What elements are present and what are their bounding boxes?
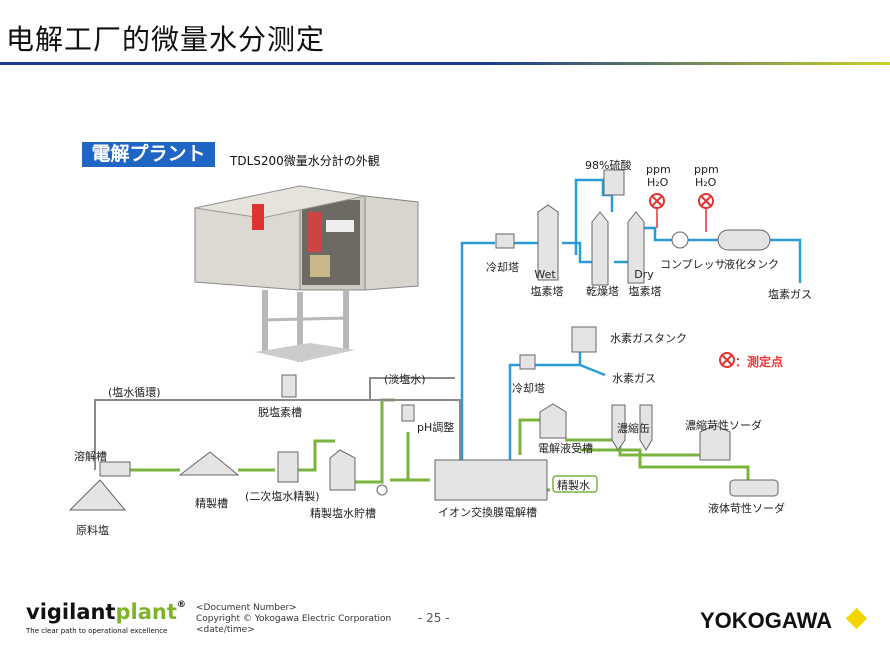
legend-label: ：測定点 — [735, 355, 784, 369]
yokogawa-logo: YOKOGAWA — [700, 608, 833, 633]
label-raw-salt: 原料塩 — [76, 524, 109, 537]
label-brine-circulation: (塩水循環) — [108, 386, 161, 399]
label-electrolyte-tank: 電解液受槽 — [538, 442, 593, 455]
brine-lines — [94, 377, 461, 470]
gas-lines — [460, 178, 802, 465]
label-refining-tank: 精製槽 — [195, 497, 228, 510]
label-concentrator: 濃縮缶 — [617, 422, 650, 435]
label-liquid-soda: 液体苛性ソーダ — [708, 502, 785, 515]
label-ppm-1b: H₂O — [647, 176, 669, 189]
label-refined-brine-tank: 精製塩水貯槽 — [310, 507, 376, 520]
label-ph-adjust: pH調整 — [417, 421, 455, 434]
label-acid: 98%硫酸 — [585, 159, 632, 172]
label-dechlorination: 脱塩素槽 — [258, 406, 302, 419]
label-cooling-tower-top: 冷却塔 — [486, 261, 519, 274]
document-info: <Document Number> Copyright © Yokogawa E… — [196, 603, 391, 636]
doc-number: <Document Number> — [196, 603, 297, 613]
page-number: - 25 - — [418, 611, 450, 625]
label-drying-tower: 乾燥塔 — [586, 285, 619, 298]
label-purified-water: 精製水 — [557, 479, 590, 492]
doc-date: <date/time> — [196, 625, 255, 635]
label-wet-b: 塩素塔 — [530, 285, 564, 298]
label-dry-b: 塩素塔 — [628, 285, 662, 298]
label-dilute-brine: (淡塩水) — [384, 373, 426, 386]
label-electrolyzer: イオン交換膜電解槽 — [438, 506, 537, 519]
title-underline — [0, 62, 890, 65]
label-ppm-1a: ppm — [646, 163, 671, 176]
analyzer-caption: TDLS200微量水分計の外観 — [230, 154, 380, 168]
label-wet-a: Wet — [534, 268, 556, 281]
analyzer-cabinet-image — [194, 185, 419, 362]
label-dry-a: Dry — [634, 268, 654, 281]
equipment — [68, 169, 779, 511]
measurement-points — [649, 193, 735, 368]
logo-tagline: The clear path to operational excellence — [26, 627, 168, 635]
label-secondary-refine: (二次塩水精製) — [245, 490, 320, 503]
label-ppm-2a: ppm — [694, 163, 719, 176]
label-compressor: コンプレッサ — [660, 258, 726, 271]
label-chlorine-gas: 塩素ガス — [768, 288, 812, 301]
label-hydrogen-gas: 水素ガス — [612, 372, 656, 385]
label-liquefaction-tank: 液化タンク — [724, 258, 779, 271]
label-hydrogen-tank: 水素ガスタンク — [610, 332, 687, 345]
slide-title: 电解工厂的微量水分测定 — [6, 23, 326, 56]
label-concentrated-soda: 濃縮苛性ソーダ — [685, 419, 762, 432]
purified-water-box — [552, 475, 598, 493]
label-ppm-2b: H₂O — [695, 176, 717, 189]
section-tag: 電解プラント — [82, 142, 215, 167]
label-dissolving-tank: 溶解槽 — [74, 450, 107, 463]
vigilantplant-logo: vigilantplant® — [26, 600, 186, 624]
copyright: Copyright © Yokogawa Electric Corporatio… — [196, 614, 392, 624]
label-cooling-tower-mid: 冷却塔 — [512, 382, 545, 395]
